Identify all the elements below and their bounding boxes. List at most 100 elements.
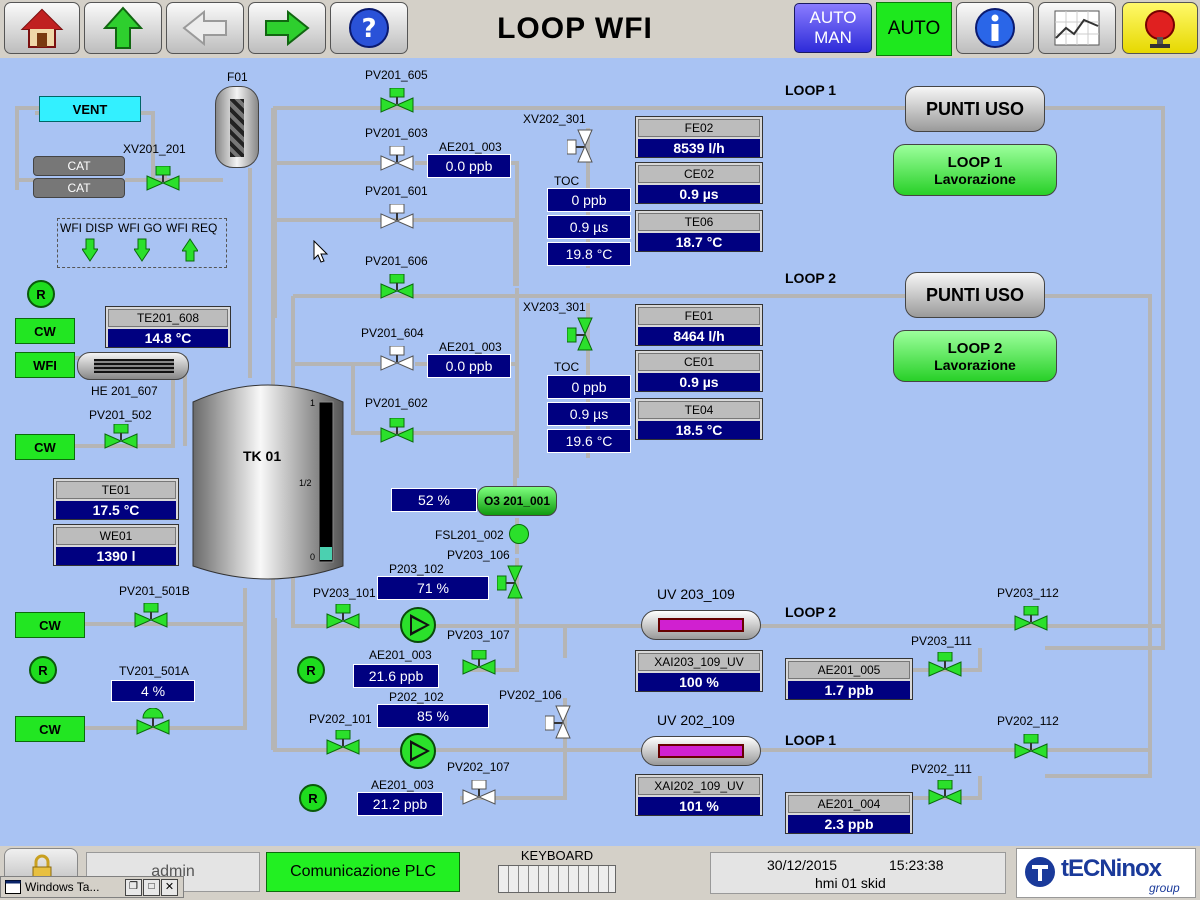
instrument-te201-608[interactable]: TE201_608 14.8 °C bbox=[105, 306, 231, 348]
alarm-button[interactable] bbox=[1122, 2, 1198, 54]
instrument-te01[interactable]: TE01 17.5 °C bbox=[53, 478, 179, 520]
question-icon: ? bbox=[349, 8, 389, 48]
loop2-button-subtitle: Lavorazione bbox=[934, 356, 1016, 373]
filter-f01[interactable] bbox=[215, 86, 259, 168]
valve-pv201-501b[interactable] bbox=[133, 602, 169, 629]
reset-button-3[interactable]: R bbox=[297, 656, 325, 684]
home-button[interactable] bbox=[4, 2, 80, 54]
forward-button[interactable] bbox=[248, 2, 326, 54]
arrow-up-icon bbox=[103, 6, 143, 49]
valve-pv203-107[interactable] bbox=[461, 649, 497, 676]
wfi-disp-label: WFI DISP bbox=[60, 221, 114, 235]
instrument-tag: FE02 bbox=[638, 119, 760, 137]
instrument-ce02[interactable]: CE02 0.9 µs bbox=[635, 162, 763, 204]
loop1-label-top: LOOP 1 bbox=[785, 82, 837, 98]
instrument-tag: TE201_608 bbox=[108, 309, 228, 327]
instrument-value: 101 % bbox=[638, 797, 760, 815]
instrument-we01[interactable]: WE01 1390 l bbox=[53, 524, 179, 566]
keyboard-button[interactable]: KEYBOARD bbox=[494, 848, 620, 898]
reset-button-1[interactable]: R bbox=[27, 280, 55, 308]
trend-button[interactable] bbox=[1038, 2, 1116, 54]
loop2-lavorazione-button[interactable]: LOOP 2 Lavorazione bbox=[893, 330, 1057, 382]
instrument-value: 100 % bbox=[638, 673, 760, 691]
valve-xv203-301[interactable] bbox=[566, 316, 603, 352]
instrument-value: 8464 l/h bbox=[638, 327, 760, 345]
heat-exchanger-he201-607[interactable] bbox=[77, 352, 189, 380]
instrument-value: 18.7 °C bbox=[638, 233, 760, 251]
valve-pv201-602[interactable] bbox=[379, 417, 415, 444]
punti-uso-loop2-button[interactable]: PUNTI USO bbox=[905, 272, 1045, 318]
valve-pv201-601[interactable] bbox=[379, 203, 415, 230]
page-title: LOOP WFI bbox=[497, 12, 653, 45]
valve-pv202-112[interactable] bbox=[1013, 733, 1049, 760]
instrument-fe01[interactable]: FE01 8464 l/h bbox=[635, 304, 763, 346]
instrument-ae201-004[interactable]: AE201_004 2.3 ppb bbox=[785, 792, 913, 834]
instrument-te04[interactable]: TE04 18.5 °C bbox=[635, 398, 763, 440]
valve-pv202-101[interactable] bbox=[325, 729, 361, 756]
valve-tv201-501a[interactable] bbox=[135, 707, 171, 736]
maximize-window-icon[interactable]: □ bbox=[143, 879, 160, 896]
valve-icon bbox=[380, 273, 414, 299]
toc1-conductivity-value: 0.9 µs bbox=[547, 215, 631, 239]
help-button[interactable]: ? bbox=[330, 2, 408, 54]
valve-xv202-301[interactable] bbox=[566, 128, 603, 164]
punti-uso-loop1-button[interactable]: PUNTI USO bbox=[905, 86, 1045, 132]
instrument-fe02[interactable]: FE02 8539 l/h bbox=[635, 116, 763, 158]
tank-tk01[interactable]: TK 01 1 1/2 0 bbox=[189, 374, 347, 588]
valve-pv202-106[interactable] bbox=[544, 704, 581, 740]
valve-pv203-106[interactable] bbox=[496, 564, 533, 600]
restore-window-icon[interactable]: ❐ bbox=[125, 879, 142, 896]
mode-line-man: MAN bbox=[814, 28, 852, 47]
he201-607-label: HE 201_607 bbox=[91, 384, 158, 398]
instrument-ce01[interactable]: CE01 0.9 µs bbox=[635, 350, 763, 392]
instrument-te06[interactable]: TE06 18.7 °C bbox=[635, 210, 763, 252]
instrument-xai202-109-uv[interactable]: XAI202_109_UV 101 % bbox=[635, 774, 763, 816]
valve-vertical-icon bbox=[496, 565, 523, 599]
instrument-xai203-109-uv[interactable]: XAI203_109_UV 100 % bbox=[635, 650, 763, 692]
reset-button-4[interactable]: R bbox=[299, 784, 327, 812]
valve-pv201-502[interactable] bbox=[103, 423, 139, 450]
window-app-icon bbox=[5, 880, 21, 894]
toc-label-2: TOC bbox=[554, 360, 580, 374]
back-button[interactable] bbox=[166, 2, 244, 54]
reset-button-2[interactable]: R bbox=[29, 656, 57, 684]
loop1-lavorazione-button[interactable]: LOOP 1 Lavorazione bbox=[893, 144, 1057, 196]
valve-pv201-603[interactable] bbox=[379, 145, 415, 172]
instrument-value: 0.9 µs bbox=[638, 185, 760, 203]
valve-closed-icon bbox=[380, 345, 414, 371]
instrument-value: 0.9 µs bbox=[638, 373, 760, 391]
valve-pv201-604[interactable] bbox=[379, 345, 415, 372]
pump-p203-102[interactable] bbox=[399, 606, 437, 644]
windows-taskbar-item[interactable]: Windows Ta... ❐ □ ✕ bbox=[0, 876, 184, 898]
pump-p202-102[interactable] bbox=[399, 732, 437, 770]
auto-man-toggle-button[interactable]: AUTO MAN bbox=[794, 3, 872, 53]
valve-icon bbox=[928, 651, 962, 677]
keyboard-label: KEYBOARD bbox=[520, 848, 594, 863]
pv201-501b-label: PV201_501B bbox=[119, 584, 190, 598]
cat-unit-2: CAT bbox=[33, 178, 125, 198]
valve-pv203-111[interactable] bbox=[927, 651, 963, 678]
close-window-icon[interactable]: ✕ bbox=[161, 879, 178, 896]
valve-pv201-605[interactable] bbox=[379, 87, 415, 114]
info-button[interactable] bbox=[956, 2, 1034, 54]
valve-icon bbox=[326, 729, 360, 755]
valve-closed-icon bbox=[462, 779, 496, 805]
valve-closed-icon bbox=[380, 203, 414, 229]
loop2-button-title: LOOP 2 bbox=[947, 339, 1003, 357]
up-button[interactable] bbox=[84, 2, 162, 54]
valve-pv203-112[interactable] bbox=[1013, 605, 1049, 632]
valve-xv201-201[interactable] bbox=[145, 165, 181, 192]
valve-pv203-101[interactable] bbox=[325, 603, 361, 630]
valve-pv202-111[interactable] bbox=[927, 779, 963, 806]
instrument-ae201-005[interactable]: AE201_005 1.7 ppb bbox=[785, 658, 913, 700]
plc-communication-status: Comunicazione PLC bbox=[266, 852, 460, 892]
instrument-value: 17.5 °C bbox=[56, 501, 176, 519]
valve-pv202-107[interactable] bbox=[461, 779, 497, 806]
instrument-tag: WE01 bbox=[56, 527, 176, 545]
valve-pv201-606[interactable] bbox=[379, 273, 415, 300]
uv-lamp-202-109[interactable] bbox=[641, 736, 761, 766]
o3-generator-201-001[interactable]: O3 201_001 bbox=[477, 486, 557, 516]
uv-lamp-203-109[interactable] bbox=[641, 610, 761, 640]
p202-102-label: P202_102 bbox=[389, 690, 444, 704]
date-text: 30/12/2015 bbox=[767, 857, 838, 873]
